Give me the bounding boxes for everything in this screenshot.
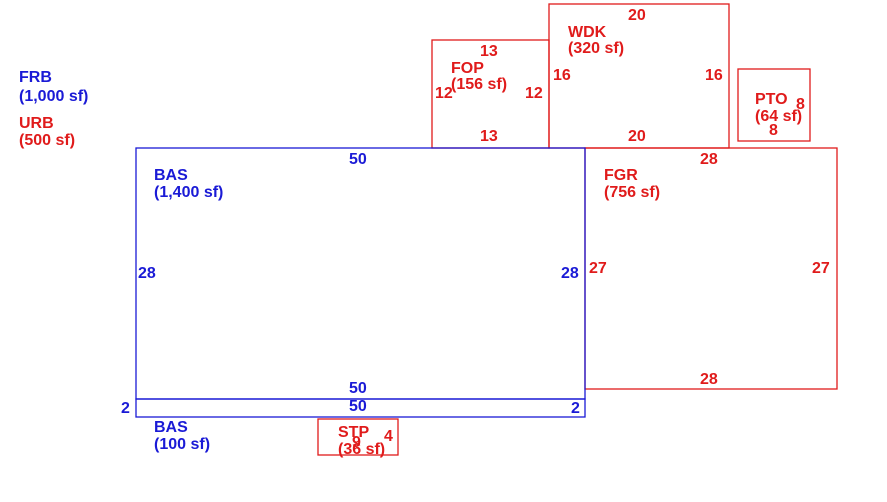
fgr-area: (756 sf) <box>604 184 660 201</box>
fop-left-dim: 12 <box>435 85 453 102</box>
pto-area: (64 sf) <box>755 108 802 125</box>
bas-strip-area: (100 sf) <box>154 436 210 453</box>
legend-frb-code: FRB <box>19 69 52 86</box>
wdk-left-dim: 16 <box>553 67 571 84</box>
wdk-code: WDK <box>568 24 607 41</box>
fgr-right-dim: 27 <box>812 260 830 277</box>
pto-code: PTO <box>755 91 788 108</box>
bas-main-bottom-dim: 50 <box>349 380 367 397</box>
fop-bottom-dim: 13 <box>480 128 498 145</box>
stp-area: (36 sf) <box>338 441 385 458</box>
bas-main-left-dim: 28 <box>138 265 156 282</box>
stp-inner-dim: 9 <box>352 434 361 451</box>
wdk-bottom-dim: 20 <box>628 128 646 145</box>
stp-code: STP <box>338 424 369 441</box>
fop-code: FOP <box>451 60 484 77</box>
stp-right-dim: 4 <box>384 428 393 445</box>
wdk-right-dim: 16 <box>705 67 723 84</box>
bas-strip-top-dim: 50 <box>349 398 367 415</box>
pto-right-dim: 8 <box>796 96 805 113</box>
wdk-area: (320 sf) <box>568 40 624 57</box>
bas-strip-left-dim: 2 <box>121 400 130 417</box>
wdk-top-dim: 20 <box>628 7 646 24</box>
fgr-code: FGR <box>604 167 638 184</box>
fop-right-dim: 12 <box>525 85 543 102</box>
legend-urb-area: (500 sf) <box>19 132 75 149</box>
bas-main-right-dim: 28 <box>561 265 579 282</box>
stp-outline <box>317 418 399 456</box>
bas-main-top-dim: 50 <box>349 151 367 168</box>
bas-strip-outline <box>135 398 586 418</box>
bas-main-area: (1,400 sf) <box>154 184 223 201</box>
fop-area: (156 sf) <box>451 76 507 93</box>
fgr-bottom-dim: 28 <box>700 371 718 388</box>
bas-main-code: BAS <box>154 167 188 184</box>
fgr-left-dim: 27 <box>589 260 607 277</box>
fop-top-dim: 13 <box>480 43 498 60</box>
fgr-top-dim: 28 <box>700 151 718 168</box>
legend-frb-area: (1,000 sf) <box>19 88 88 105</box>
bas-strip-right-dim: 2 <box>571 400 580 417</box>
bas-strip-code: BAS <box>154 419 188 436</box>
legend-urb-code: URB <box>19 115 54 132</box>
pto-outline <box>737 68 811 142</box>
pto-bottom-dim: 8 <box>769 122 778 139</box>
